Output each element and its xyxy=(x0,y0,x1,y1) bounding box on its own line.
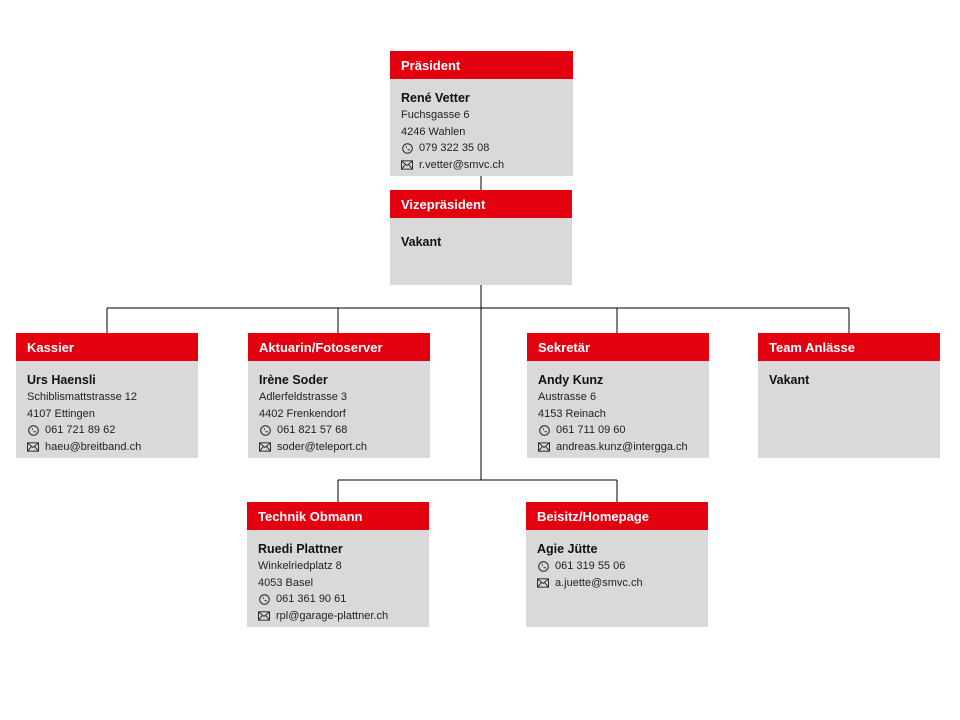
person-name: René Vetter xyxy=(401,91,470,105)
node-title: Technik Obmann xyxy=(247,502,429,530)
phone-row: 061 711 09 60 xyxy=(538,422,709,439)
phone-icon xyxy=(538,424,550,436)
node-title: Vizepräsident xyxy=(390,190,572,218)
node-title: Aktuarin/Fotoserver xyxy=(248,333,430,361)
phone-number: 061 319 55 06 xyxy=(555,560,626,572)
envelope-icon xyxy=(537,577,549,589)
node-kassier: Kassier Urs Haensli Schiblismattstrasse … xyxy=(16,333,198,458)
email-row: rpl@garage-plattner.ch xyxy=(258,608,429,625)
phone-icon xyxy=(537,560,549,572)
email-address[interactable]: a.juette@smvc.ch xyxy=(555,576,643,589)
email-row: soder@teleport.ch xyxy=(259,439,430,456)
node-title: Kassier xyxy=(16,333,198,361)
person-name: Ruedi Plattner xyxy=(258,542,343,556)
node-title: Team Anlässe xyxy=(758,333,940,361)
person-name: Andy Kunz xyxy=(538,373,604,387)
city-address: 4107 Ettingen xyxy=(27,407,95,420)
phone-icon xyxy=(258,593,270,605)
node-title: Präsident xyxy=(390,51,573,79)
node-sekretaer: Sekretär Andy Kunz Austrasse 6 4153 Rein… xyxy=(527,333,709,458)
city-address: 4053 Basel xyxy=(258,576,314,589)
envelope-icon xyxy=(401,159,413,171)
street-address: Fuchsgasse 6 xyxy=(401,109,470,121)
street-address: Adlerfeldstrasse 3 xyxy=(259,391,348,403)
node-team-anlaesse: Team Anlässe Vakant xyxy=(758,333,940,458)
street-address: Winkelriedplatz 8 xyxy=(258,560,342,572)
city-address: 4402 Frenkendorf xyxy=(259,407,346,420)
node-praesident: Präsident René Vetter Fuchsgasse 6 4246 … xyxy=(390,51,573,176)
email-row: r.vetter@smvc.ch xyxy=(401,157,573,174)
node-beisitz-homepage: Beisitz/Homepage Agie Jütte 061 319 55 0… xyxy=(526,502,708,627)
email-address[interactable]: andreas.kunz@intergga.ch xyxy=(556,440,688,453)
person-name: Urs Haensli xyxy=(27,373,96,387)
email-row: andreas.kunz@intergga.ch xyxy=(538,439,709,456)
phone-row: 061 821 57 68 xyxy=(259,422,430,439)
person-name: Agie Jütte xyxy=(537,542,598,556)
person-name: Vakant xyxy=(769,373,810,387)
envelope-icon xyxy=(27,441,39,453)
phone-icon xyxy=(259,424,271,436)
street-address: Schiblismattstrasse 12 xyxy=(27,391,138,403)
street-address: Austrasse 6 xyxy=(538,391,597,403)
person-name: Irène Soder xyxy=(259,373,328,387)
email-address[interactable]: haeu@breitband.ch xyxy=(45,440,142,453)
phone-number: 061 361 90 61 xyxy=(276,593,347,605)
phone-row: 079 322 35 08 xyxy=(401,140,573,157)
node-title: Beisitz/Homepage xyxy=(526,502,708,530)
city-address: 4246 Wahlen xyxy=(401,125,466,138)
phone-icon xyxy=(401,142,413,154)
phone-number: 061 821 57 68 xyxy=(277,424,348,436)
email-address[interactable]: rpl@garage-plattner.ch xyxy=(276,609,389,622)
phone-number: 061 711 09 60 xyxy=(556,424,626,436)
node-technik-obmann: Technik Obmann Ruedi Plattner Winkelried… xyxy=(247,502,429,627)
phone-icon xyxy=(27,424,39,436)
email-row: haeu@breitband.ch xyxy=(27,439,198,456)
envelope-icon xyxy=(258,610,270,622)
city-address: 4153 Reinach xyxy=(538,407,606,420)
envelope-icon xyxy=(538,441,550,453)
phone-number: 079 322 35 08 xyxy=(419,142,490,154)
phone-row: 061 319 55 06 xyxy=(537,558,708,575)
email-address[interactable]: r.vetter@smvc.ch xyxy=(419,158,505,171)
envelope-icon xyxy=(259,441,271,453)
node-vizepraesident: Vizepräsident Vakant xyxy=(390,190,572,285)
node-title: Sekretär xyxy=(527,333,709,361)
email-address[interactable]: soder@teleport.ch xyxy=(277,440,368,453)
node-aktuarin: Aktuarin/Fotoserver Irène Soder Adlerfel… xyxy=(248,333,430,458)
person-name: Vakant xyxy=(401,235,442,249)
phone-row: 061 721 89 62 xyxy=(27,422,198,439)
phone-row: 061 361 90 61 xyxy=(258,591,429,608)
email-row: a.juette@smvc.ch xyxy=(537,575,708,592)
phone-number: 061 721 89 62 xyxy=(45,424,116,436)
